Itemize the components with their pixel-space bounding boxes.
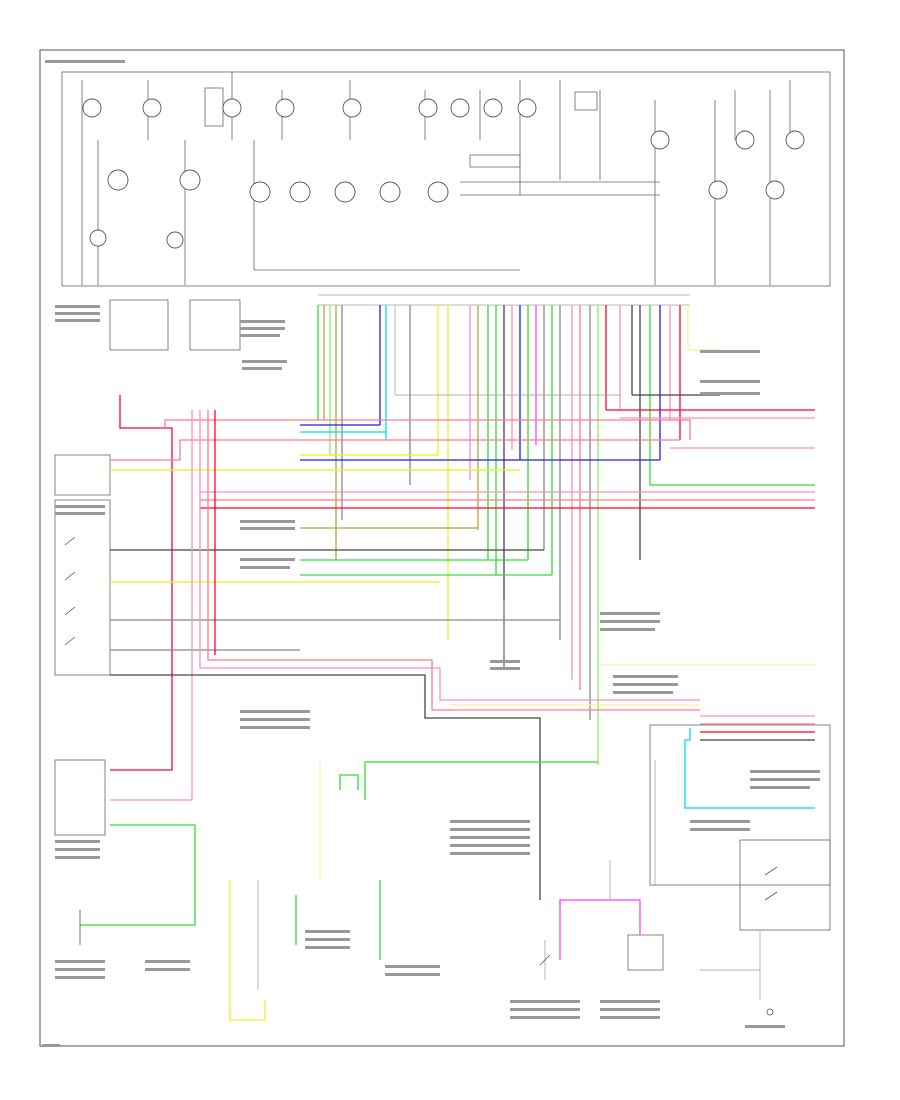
lamp-icon (450, 98, 470, 118)
lamp-icon (418, 98, 438, 118)
gauge-icon (249, 181, 271, 203)
gauge-icon (334, 181, 356, 203)
instrument-cluster-section (61, 71, 831, 287)
switches (64, 536, 778, 1016)
label-marks (42, 60, 820, 1047)
gauge-icon (379, 181, 401, 203)
ground-icon (766, 1008, 774, 1016)
diagram-border (39, 49, 845, 1047)
lamp-icon (166, 231, 184, 249)
left-modules (54, 299, 831, 971)
lamp-icon (650, 130, 670, 150)
lamp-icon (82, 98, 102, 118)
gauge-icon (107, 169, 129, 191)
gauge-icon (179, 169, 201, 191)
indicator-lamps (82, 98, 805, 249)
sensor-module (627, 934, 664, 971)
lamp-icon (222, 98, 242, 118)
cluster-connector (318, 294, 690, 306)
cluster-outline (61, 71, 831, 287)
ecm-module (54, 759, 106, 836)
lamp-icon (142, 98, 162, 118)
fuse-block (109, 299, 169, 351)
fuse-block (189, 299, 241, 351)
wires (80, 305, 815, 1021)
switch-module (54, 499, 111, 676)
lamp-icon (275, 98, 295, 118)
lamp-icon (765, 180, 785, 200)
lamp-icon (785, 130, 805, 150)
lamp-icon (483, 98, 503, 118)
relay-module (54, 454, 111, 496)
lamp-icon (708, 180, 728, 200)
lamp-icon (735, 130, 755, 150)
lamp-icon (89, 229, 107, 247)
gauge-icon (427, 181, 449, 203)
gauge-icon (289, 181, 311, 203)
ground-wires (257, 305, 761, 1000)
lamp-icon (517, 98, 537, 118)
lamp-icon (342, 98, 362, 118)
switch-block (739, 839, 831, 931)
